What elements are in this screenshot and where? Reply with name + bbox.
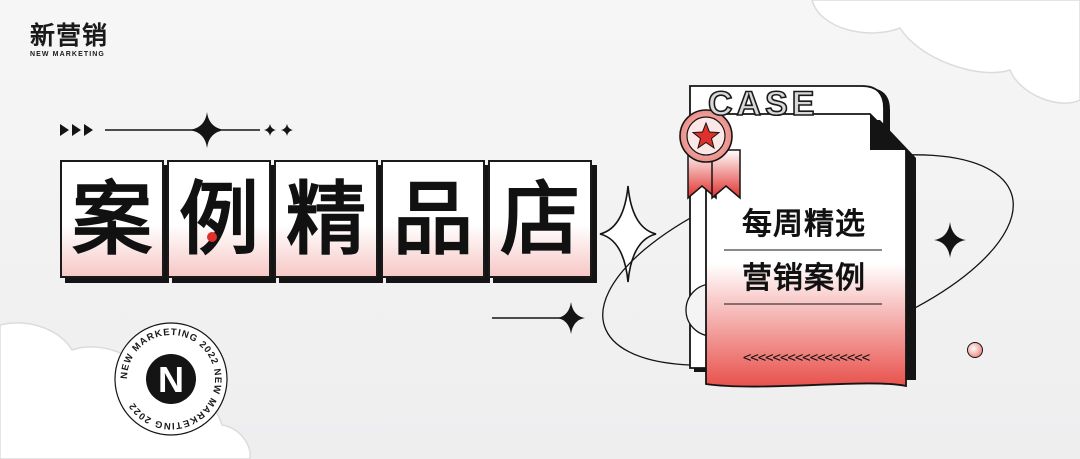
card-line-cases: 营销案例 [742,261,866,296]
title-char: 品 [393,173,473,266]
card-line-weekly: 每周精选 [742,207,866,242]
chevron-row: <<<<<<<<<<<<<<<<< [743,350,870,366]
case-document-front [705,113,916,388]
brand-name-en: NEW MARKETING [30,51,105,58]
title-char: 店 [500,173,580,266]
sparkle-line-decoration [492,302,585,334]
case-header-word: CASE [707,84,819,124]
stamp-center-letter: N [158,359,184,400]
title-tile: 精 [274,160,378,278]
arrow-line-decoration [60,112,293,148]
sparkle-right-icon [934,222,966,258]
brand-logo[interactable]: 新营销 NEW MARKETING [30,21,109,59]
award-badge [679,109,741,200]
card-text: 每周精选 营销案例 [726,204,882,300]
title-char: 精 [286,173,366,266]
title-char: 案 [72,173,152,266]
title-tile: 品 [381,160,485,278]
brand-name-cn: 新营销 [30,21,109,50]
pink-ball [967,342,983,358]
title-tile: 案 [60,160,164,278]
sparkle-outline-icon [599,185,657,283]
title-tile: 店 [488,160,592,278]
new-marketing-stamp: NEW MARKETING 2022 NEW MARKETING 2022 N [114,322,228,436]
star-icon [691,121,721,150]
red-dot [207,232,217,242]
title-tiles: 案 例 精 品 店 [60,160,595,278]
title-char: 例 [179,173,259,266]
title-tile: 例 [167,160,271,278]
cloud-top-right [811,0,1080,104]
